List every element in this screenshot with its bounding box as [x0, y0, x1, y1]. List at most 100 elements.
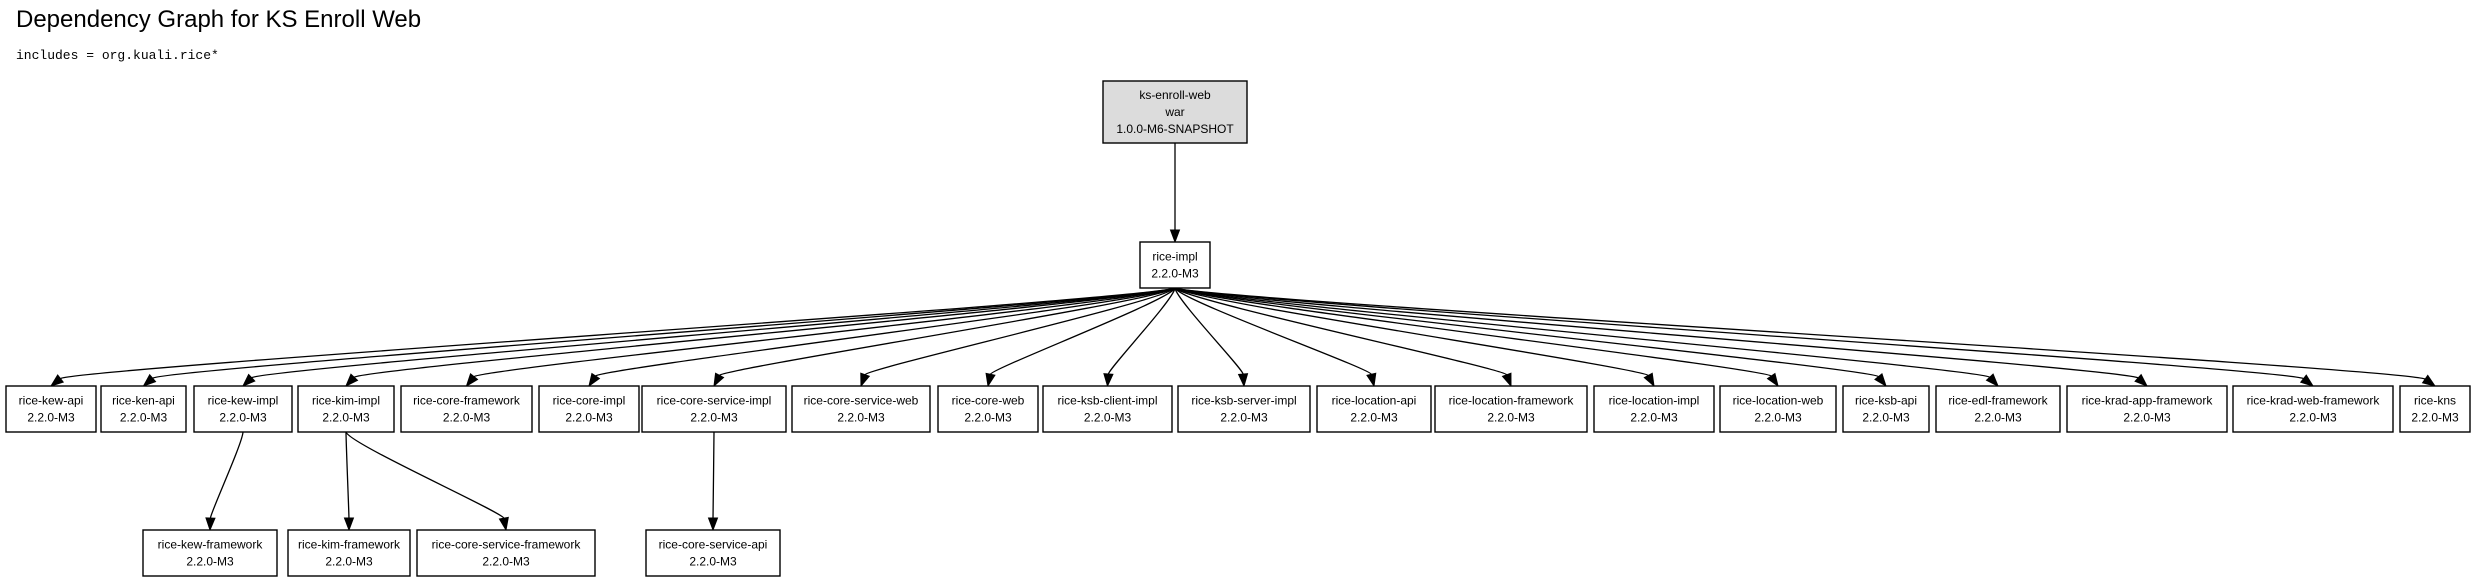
edge-rice-impl-to-rice-core-service-web	[860, 287, 1176, 388]
edge-rice-impl-to-rice-core-framework	[465, 287, 1176, 388]
edge-rice-impl-to-rice-core-impl	[588, 287, 1176, 388]
node-artifact-label: rice-core-web	[952, 394, 1025, 408]
node-artifact-label: rice-impl	[1152, 250, 1197, 264]
edge-rice-kim-impl-to-rice-kim-framework	[343, 431, 355, 532]
node-version-label: 2.2.0-M3	[325, 555, 373, 569]
node-artifact-label: rice-core-framework	[413, 394, 521, 408]
edge-arrowhead	[2134, 373, 2149, 387]
node-artifact-label: rice-kim-impl	[312, 394, 380, 408]
node-rice-kim-impl: rice-kim-impl 2.2.0-M3	[297, 385, 395, 433]
node-box	[287, 529, 411, 577]
edge-arrowhead	[1766, 372, 1779, 388]
node-version-label: 2.2.0-M3	[1084, 411, 1132, 425]
edge-line	[989, 287, 1176, 375]
node-version-label: 2.2.0-M3	[322, 411, 370, 425]
node-version-label: 2.2.0-M3	[2411, 411, 2459, 425]
edge-line	[1174, 287, 1373, 375]
edge-arrowhead	[241, 373, 256, 387]
edge-rice-impl-to-rice-location-impl	[1174, 287, 1655, 388]
edge-rice-impl-to-rice-kns	[1174, 287, 2437, 387]
node-rice-edl-framework: rice-edl-framework 2.2.0-M3	[1935, 385, 2061, 433]
edge-arrowhead	[345, 373, 359, 388]
edge-rice-impl-to-rice-krad-web-framework	[1174, 287, 2315, 387]
edge-line	[864, 287, 1176, 376]
edge-line	[1174, 287, 2426, 380]
edge-arrowhead	[1169, 229, 1181, 244]
node-version-label: 2.2.0-M3	[1487, 411, 1535, 425]
node-box	[1719, 385, 1837, 433]
edge-arrowhead	[713, 372, 725, 388]
node-box	[1935, 385, 2061, 433]
node-version-label: 2.2.0-M3	[2123, 411, 2171, 425]
node-box	[1102, 80, 1248, 144]
edge-line	[718, 287, 1176, 376]
edge-line	[1107, 287, 1176, 375]
node-box	[1842, 385, 1930, 433]
node-artifact-label: rice-kim-framework	[298, 538, 401, 552]
node-box	[645, 529, 781, 577]
node-artifact-label: rice-kew-framework	[158, 538, 264, 552]
edge-line	[1174, 287, 1772, 377]
edge-arrowhead	[588, 372, 601, 388]
node-box	[791, 385, 931, 433]
page-title: Dependency Graph for KS Enroll Web	[16, 6, 422, 33]
node-box	[142, 529, 278, 577]
edge-arrowhead	[1237, 373, 1249, 388]
node-box	[538, 385, 640, 433]
node-artifact-label: rice-ksb-server-impl	[1191, 394, 1296, 408]
edge-arrowhead	[205, 517, 216, 532]
node-artifact-label: ks-enroll-web	[1139, 88, 1211, 102]
node-artifact-label: rice-krad-web-framework	[2247, 394, 2381, 408]
node-packaging-label: war	[1164, 105, 1184, 119]
edge-arrowhead	[49, 374, 65, 387]
edge-arrowhead	[985, 372, 996, 388]
edge-arrowhead	[498, 516, 509, 532]
node-box	[100, 385, 187, 433]
node-version-label: 2.2.0-M3	[1220, 411, 1268, 425]
node-box	[416, 529, 596, 577]
node-box	[1593, 385, 1715, 433]
edge-arrowhead	[142, 373, 157, 387]
node-box	[1177, 385, 1311, 433]
edge-arrowhead	[1643, 372, 1655, 388]
edge-line	[1174, 287, 1508, 376]
node-box	[2066, 385, 2228, 433]
edge-line	[1174, 287, 2139, 379]
edge-arrowhead	[1985, 373, 1999, 388]
edge-rice-impl-to-rice-ken-api	[142, 287, 1176, 387]
edge-line	[1174, 287, 1649, 377]
nodes-layer: ks-enroll-webwar1.0.0-M6-SNAPSHOTrice-im…	[5, 80, 2471, 577]
node-box	[193, 385, 293, 433]
edges-layer	[49, 143, 2437, 532]
node-box	[5, 385, 97, 433]
node-version-label: 2.2.0-M3	[689, 555, 737, 569]
node-version-label: 2.2.0-M3	[27, 411, 75, 425]
edge-arrowhead	[1874, 372, 1887, 388]
node-version-label: 2.2.0-M3	[1974, 411, 2022, 425]
edge-line	[345, 431, 350, 519]
node-artifact-label: rice-ksb-client-impl	[1057, 394, 1157, 408]
node-artifact-label: rice-core-service-impl	[657, 394, 772, 408]
edge-line	[1174, 287, 1879, 378]
edge-line	[473, 287, 1176, 378]
node-artifact-label: rice-core-service-framework	[432, 538, 582, 552]
node-box	[297, 385, 395, 433]
edge-rice-impl-to-rice-edl-framework	[1174, 287, 1999, 388]
edge-arrowhead	[1501, 372, 1512, 388]
node-version-label: 2.2.0-M3	[1151, 267, 1199, 281]
edge-line	[152, 287, 1176, 379]
node-artifact-label: rice-edl-framework	[1948, 394, 2048, 408]
